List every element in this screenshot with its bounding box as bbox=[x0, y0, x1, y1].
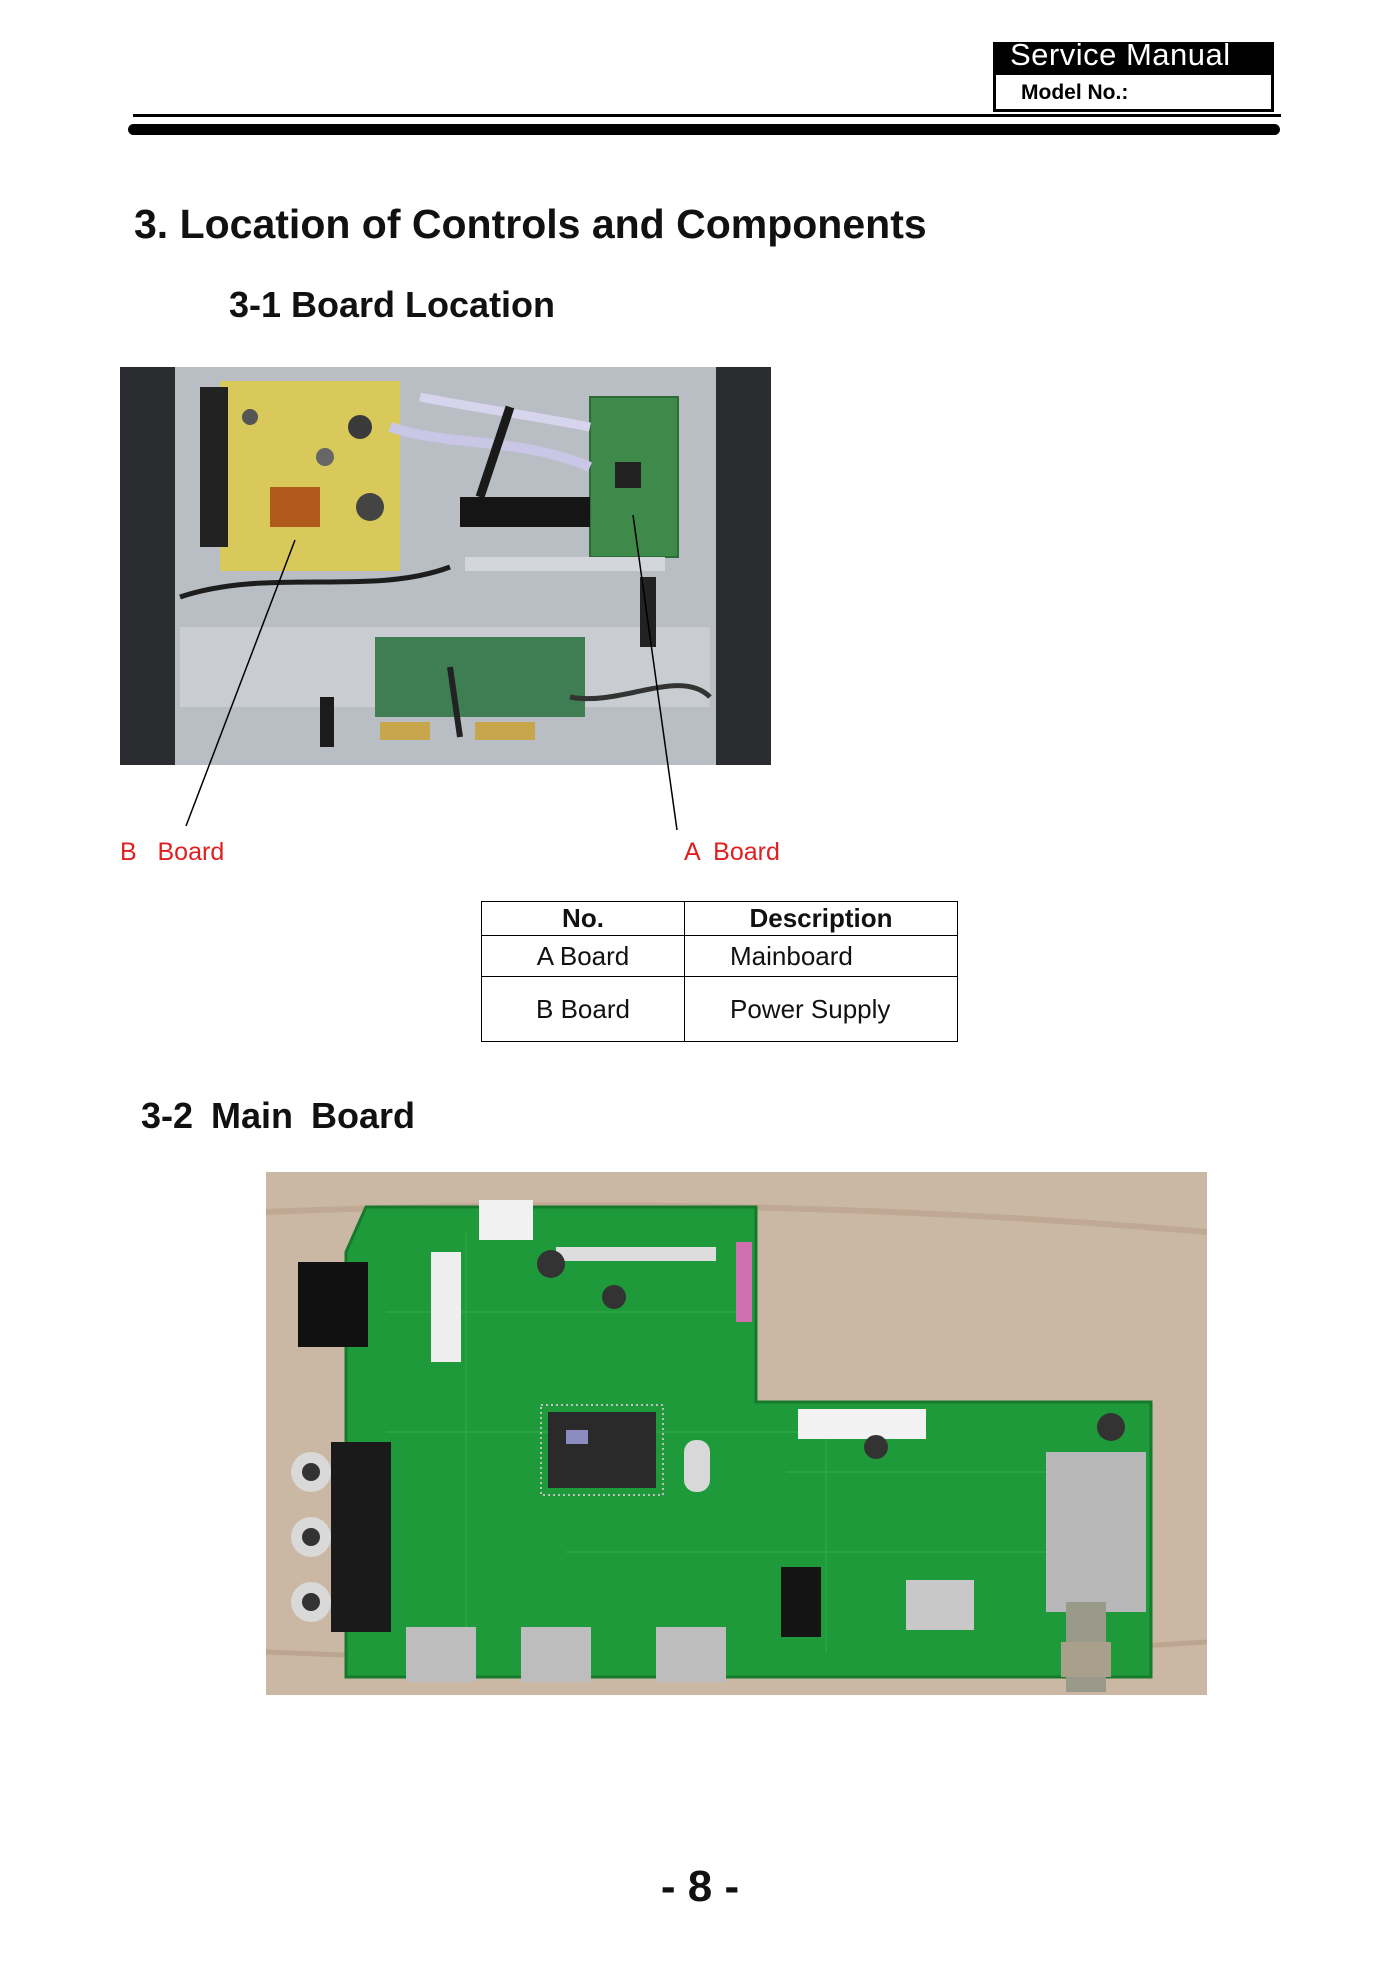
board-location-photo bbox=[120, 367, 771, 765]
table-cell-description: Power Supply bbox=[684, 976, 958, 1042]
table-header-no: No. bbox=[481, 901, 685, 936]
header-title: Service Manual bbox=[1010, 37, 1231, 72]
header-model-label: Model No.: bbox=[1021, 81, 1129, 104]
table-header-description: Description bbox=[684, 901, 958, 936]
board-table: No. Description A Board Mainboard B Boar… bbox=[481, 901, 958, 1042]
callout-a-board: A Board bbox=[684, 838, 780, 866]
main-board-photo bbox=[266, 1172, 1207, 1695]
header-title-band bbox=[993, 42, 1274, 75]
table-row: A Board Mainboard bbox=[481, 935, 958, 977]
subsection-board-location: 3-1 Board Location bbox=[229, 284, 556, 325]
section-title: 3. Location of Controls and Components bbox=[134, 201, 927, 247]
table-cell-description: Mainboard bbox=[684, 935, 958, 977]
table-cell-no: B Board bbox=[481, 976, 685, 1042]
subsection-main-board: 3-2 Main Board bbox=[141, 1095, 416, 1136]
header-rule-thick bbox=[128, 124, 1280, 135]
table-cell-no: A Board bbox=[481, 935, 685, 977]
page-number: - 8 - bbox=[660, 1862, 740, 1911]
table-row: B Board Power Supply bbox=[481, 976, 958, 1042]
callout-b-board: B Board bbox=[120, 838, 225, 866]
header-rule-thin bbox=[133, 114, 1281, 117]
